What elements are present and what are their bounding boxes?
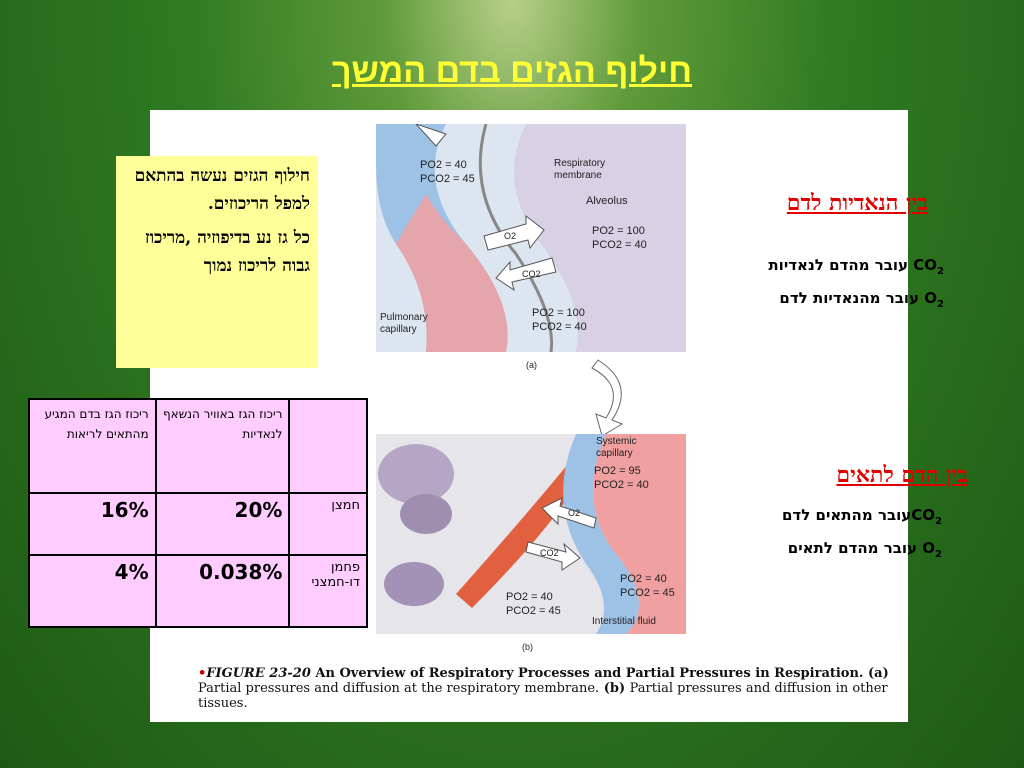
table-header-air: ריכוז הגז באוויר הנשאף לנאדיות [154,398,291,494]
alveolus-shape [514,124,686,352]
b-pco2-left: PCO2 = 45 [506,605,561,617]
a-membrane-2: membrane [554,170,602,181]
b-pco2-right: PCO2 = 45 [620,587,675,599]
arrow-in-icon [415,124,447,147]
section1-text: CO2 עובר מהדם לנאדיות O2 עובר מהנאדיות ל… [768,252,944,318]
diagram-b: Systemic capillary PO2 = 95 PCO2 = 40 O2… [376,434,686,652]
b-systemic-2: capillary [596,448,633,459]
cell-2 [400,494,452,534]
caption-b-marker: (b) [599,681,630,696]
section1-line-2: O2 עובר מהנאדיות לדם [779,289,944,310]
row-co2-air: 0.038% [154,553,291,629]
b-pco2-top: PCO2 = 40 [594,479,649,491]
caption-b-text: Partial pressures and diffusion in other… [198,681,888,711]
caption-a-marker: (a) [863,666,889,681]
flow-arrow-icon [591,359,624,437]
svg-text:CO2: CO2 [522,269,541,279]
a-po2-alv: PO2 = 100 [592,225,645,237]
a-po2-top: PO2 = 40 [420,159,467,171]
row-co2-name: פחמן דו-חמצני [288,553,368,629]
b-interstitial: Interstitial fluid [592,616,656,627]
row-co2-blood: 4% [28,553,157,629]
row-oxygen-blood: 16% [28,492,157,556]
svg-text:O2: O2 [504,231,516,241]
cell-3 [384,562,444,606]
caption-figure-number: FIGURE 23-20 [206,666,311,681]
caption-a-text: Partial pressures and diffusion at the r… [198,681,600,696]
b-systemic-1: Systemic [596,436,637,447]
membrane-line [478,124,554,353]
cell-1 [378,444,454,504]
table-row: פחמן דו-חמצני 0.038% 4% [28,553,368,629]
a-pulmonary-1: Pulmonary [380,312,428,323]
a-pulmonary-2: capillary [380,324,417,335]
b-o2-arrow-icon: O2 [541,497,597,529]
b-co2-arrow-icon: CO2 [525,541,581,571]
systemic-blue [563,434,639,634]
figure-caption: •FIGURE 23-20 An Overview of Respiratory… [198,666,889,711]
section2-line-2: O2 עובר מהדם לתאים [787,539,942,560]
caption-title: An Overview of Respiratory Processes and… [310,666,864,681]
a-pco2-top: PCO2 = 45 [420,173,475,185]
a-label: (a) [526,360,537,370]
systemic-red [593,434,686,634]
note-paragraph-1: חילוף הגזים נעשה בהתאם למפל הריכוזים. [134,166,310,214]
section1-line-1: CO2 עובר מהדם לנאדיות [768,256,944,277]
table-header-empty [288,398,368,494]
section2-text: CO2עובר מהתאים לדם O2 עובר מהדם לתאים [782,502,942,568]
section2-line-1: CO2עובר מהתאים לדם [781,506,942,527]
table-row: חמצן 20% 16% [28,492,368,556]
respiration-diagram: PO2 = 40 PCO2 = 45 Respiratory membrane … [376,124,686,652]
table-header-blood: ריכוז הגז בדם המגיע מהתאים לריאות [28,398,157,494]
diagram-a: PO2 = 40 PCO2 = 45 Respiratory membrane … [376,124,686,370]
b-po2-top: PO2 = 95 [594,465,641,477]
svg-text:CO2: CO2 [540,548,559,558]
svg-text:O2: O2 [568,508,580,518]
capillary-red [396,194,508,352]
b-po2-right: PO2 = 40 [620,573,667,585]
gas-concentration-table: ריכוז הגז באוויר הנשאף לנאדיות ריכוז הגז… [28,398,368,629]
slide-title: חילוף הגזים בדם המשך [331,52,693,90]
a-alveolus: Alveolus [586,195,628,207]
co2-arrow-icon: CO2 [495,257,557,292]
section1-heading: בין הנאדיות לדם [786,190,928,216]
note-paragraph-2: כל גז נע בדיפוזיה ,מריכוז גבוה לריכוז נמ… [144,228,310,276]
b-po2-left: PO2 = 40 [506,591,553,603]
b-label: (b) [522,642,533,652]
a-pco2-alv: PCO2 = 40 [592,239,647,251]
o2-arrow-icon: O2 [483,214,545,251]
a-po2-bottom: PO2 = 100 [532,307,585,319]
muscle-cell [456,454,590,608]
a-membrane-1: Respiratory [554,158,605,169]
a-pco2-bottom: PCO2 = 40 [532,321,587,333]
section2-heading: בין הדם לתאים [836,462,968,488]
explanation-note: חילוף הגזים נעשה בהתאם למפל הריכוזים. כל… [116,156,318,368]
row-oxygen-air: 20% [154,492,291,556]
row-oxygen-name: חמצן [288,492,368,556]
table-header-row: ריכוז הגז באוויר הנשאף לנאדיות ריכוז הגז… [28,398,368,494]
